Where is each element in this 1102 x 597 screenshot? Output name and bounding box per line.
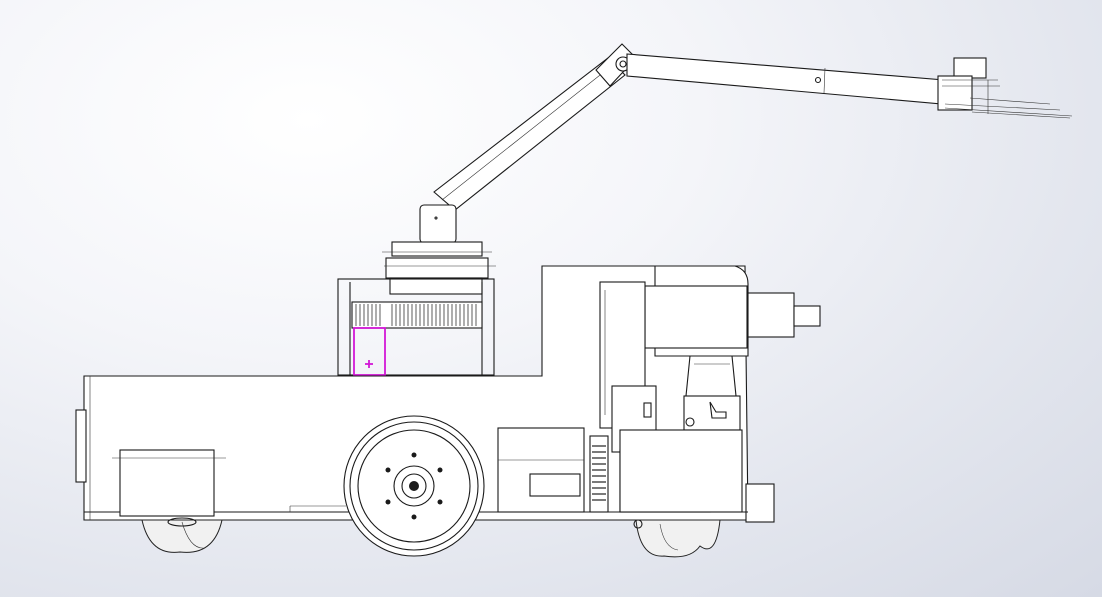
end-effector-gripper[interactable] <box>937 57 1073 119</box>
motor-shaft <box>793 305 821 327</box>
slewing-gear-housing[interactable] <box>337 278 495 376</box>
electronics-bay[interactable] <box>497 427 743 513</box>
upper-arm-link[interactable] <box>626 53 945 105</box>
rear-caster-wheel[interactable] <box>633 519 721 558</box>
slewing-gear <box>351 301 483 329</box>
main-drive-wheel[interactable] <box>343 415 485 557</box>
motor-housing <box>747 292 795 338</box>
arm-base-turret[interactable] <box>382 204 496 295</box>
rear-bumper <box>745 483 775 523</box>
robot-arm[interactable] <box>382 43 1073 295</box>
lower-arm-link[interactable] <box>433 57 626 211</box>
front-bumper <box>75 409 87 483</box>
rear-motor-assembly[interactable] <box>599 265 821 453</box>
elbow-joint[interactable] <box>595 43 637 87</box>
selected-drive-motor[interactable] <box>353 327 386 376</box>
front-caster-wheel[interactable] <box>112 449 226 553</box>
wheel-bolts <box>385 452 443 520</box>
